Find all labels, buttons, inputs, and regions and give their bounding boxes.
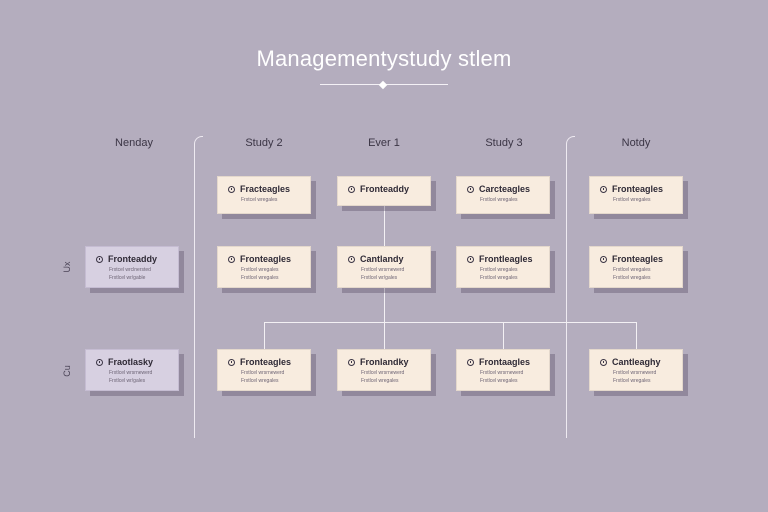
clock-icon xyxy=(348,185,355,193)
node-subtitle: Frxtlcel wr/gales xyxy=(109,378,146,384)
node-title-text: Fronteagles xyxy=(240,254,292,264)
node-subtitle: Frxtcel wregales xyxy=(241,197,278,203)
row-label: Ux xyxy=(62,261,72,273)
node-title: Fronteaddy xyxy=(348,183,430,195)
node-subtitle: Frxtlcel wrsrnewerd xyxy=(480,370,524,376)
clock-icon xyxy=(467,255,474,263)
node-title: Carcteagles xyxy=(467,183,549,195)
node-title-text: Carcteagles xyxy=(479,184,531,194)
node-title: Frontaagles xyxy=(467,356,549,368)
clock-icon xyxy=(467,185,474,193)
node-title-text: Frontleagles xyxy=(479,254,533,264)
node-title: Fronteagles xyxy=(600,183,682,195)
node-subtitle: Frxtlcel wregales xyxy=(480,275,518,281)
node-title: Fronteagles xyxy=(600,253,682,265)
clock-icon xyxy=(228,185,235,193)
clock-icon xyxy=(228,255,235,263)
connector-drop xyxy=(264,322,265,349)
connector-drop xyxy=(636,322,637,349)
node-title-text: Fronteagles xyxy=(240,357,292,367)
node-title-text: Cantleaghy xyxy=(612,357,661,367)
node-title-text: Fronteaddy xyxy=(108,254,158,264)
node-title-text: Fronteaddy xyxy=(360,184,410,194)
node-subtitle: Frxtlcel wregales xyxy=(480,378,518,384)
clock-icon xyxy=(600,255,607,263)
node-subtitle: Frxtlcel wregales xyxy=(241,267,279,273)
node-subtitle: Frxtlcel wregales xyxy=(613,267,651,273)
lane-divider-top xyxy=(566,136,575,151)
node-title-text: Fronteagles xyxy=(612,184,664,194)
node-subtitle: Frxtlcel wregales xyxy=(613,275,651,281)
lane-divider-top xyxy=(194,136,203,151)
node-subtitle: Frxtlcel wregales xyxy=(241,378,279,384)
node-subtitle: Frxtlcel wr/gales xyxy=(361,275,398,281)
clock-icon xyxy=(600,358,607,366)
node-title: Fraotlasky xyxy=(96,356,178,368)
connector-drop xyxy=(503,322,504,349)
column-header: Ever 1 xyxy=(368,137,400,149)
clock-icon xyxy=(348,255,355,263)
node-subtitle: Frxtlcel wrsrnewerd xyxy=(361,267,405,273)
column-header: Notdy xyxy=(621,137,651,149)
node-title-text: Cantlandy xyxy=(360,254,404,264)
clock-icon xyxy=(348,358,355,366)
node-title: Fronlandky xyxy=(348,356,430,368)
node-subtitle: Frxtlcel wregales xyxy=(241,275,279,281)
node-title-text: Fraotlasky xyxy=(108,357,154,367)
column-header: Study 2 xyxy=(245,137,283,149)
row-label: Cu xyxy=(62,365,72,377)
clock-icon xyxy=(228,358,235,366)
connector-drop xyxy=(384,322,385,349)
connector-horizontal xyxy=(264,322,636,323)
node-subtitle: Frxtlcel wregales xyxy=(480,267,518,273)
node-title-text: Frontaagles xyxy=(479,357,531,367)
node-subtitle: Frxtlcel wregales xyxy=(361,378,399,384)
column-header: Study 3 xyxy=(485,137,523,149)
node-subtitle: Frxtlcel wrsrnewerd xyxy=(361,370,405,376)
node-title: Fronteaddy xyxy=(96,253,178,265)
node-subtitle: Frxtlcel wrsrnewerd xyxy=(613,370,657,376)
node-title: Cantlandy xyxy=(348,253,430,265)
node-subtitle: Frxtlcel wregales xyxy=(613,197,651,203)
node-title: Fronteagles xyxy=(228,253,310,265)
clock-icon xyxy=(96,358,103,366)
process-node[interactable]: Fronteaddy xyxy=(337,176,431,206)
diagram-title: Managementystudy stlem xyxy=(256,46,512,71)
lane-divider xyxy=(566,150,567,438)
node-title-text: Fracteagles xyxy=(240,184,291,194)
node-subtitle: Frxtcel wrclnersted xyxy=(109,267,151,273)
node-title: Fracteagles xyxy=(228,183,310,195)
node-title-text: Fronteagles xyxy=(612,254,664,264)
node-subtitle: Frxtlcel wrsrnewerd xyxy=(241,370,285,376)
node-subtitle: Frxtlcel wrsrnewerd xyxy=(109,370,153,376)
title-divider-diamond xyxy=(378,80,388,90)
node-subtitle: Frxtlcel wregales xyxy=(480,197,518,203)
node-title: Cantleaghy xyxy=(600,356,682,368)
node-subtitle: Frxtlcel wregales xyxy=(613,378,651,384)
node-title: Frontleagles xyxy=(467,253,549,265)
clock-icon xyxy=(96,255,103,263)
clock-icon xyxy=(467,358,474,366)
clock-icon xyxy=(600,185,607,193)
lane-divider xyxy=(194,150,195,438)
node-subtitle: Frxtlcel wr/gable xyxy=(109,275,146,281)
node-title-text: Fronlandky xyxy=(360,357,409,367)
node-title: Fronteagles xyxy=(228,356,310,368)
column-header: Nenday xyxy=(115,137,153,149)
